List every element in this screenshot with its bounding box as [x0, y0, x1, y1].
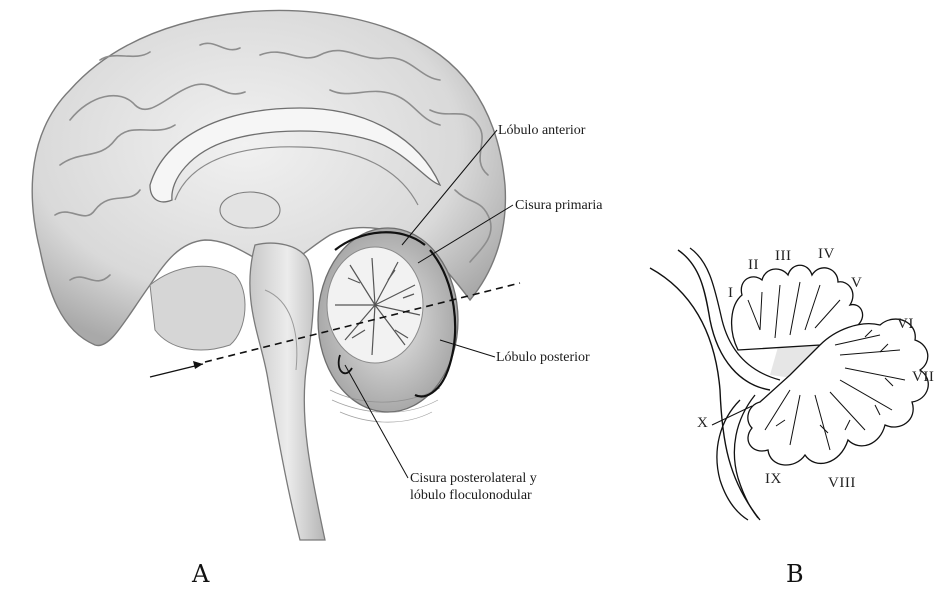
lobule-label-v: V [851, 275, 862, 292]
label-posterior-lobe: Lóbulo posterior [496, 349, 590, 366]
lobule-label-viii: VIII [828, 475, 856, 492]
panel-letter-a: A [192, 560, 209, 588]
label-anterior-lobe: Lóbulo anterior [498, 122, 585, 139]
lobule-label-iii: III [775, 248, 792, 265]
lobule-label-i: I [728, 285, 734, 302]
lobule-label-x: X [697, 415, 708, 432]
lobule-label-vi: VI [897, 316, 914, 333]
cerebellum [318, 228, 458, 422]
cerebellar-lobules-diagram [650, 248, 928, 520]
label-primary-fissure: Cisura primaria [515, 197, 602, 214]
label-flocculonodular-lobe: lóbulo floculonodular [410, 487, 532, 504]
lobule-label-iv: IV [818, 246, 835, 263]
lobule-label-vii: VII [912, 369, 934, 386]
lobule-label-ii: II [748, 257, 759, 274]
label-posterolateral-fissure: Cisura posterolateral y [410, 470, 537, 487]
lobule-label-ix: IX [765, 471, 782, 488]
brainstem [250, 243, 325, 540]
panel-letter-b: B [786, 560, 804, 588]
